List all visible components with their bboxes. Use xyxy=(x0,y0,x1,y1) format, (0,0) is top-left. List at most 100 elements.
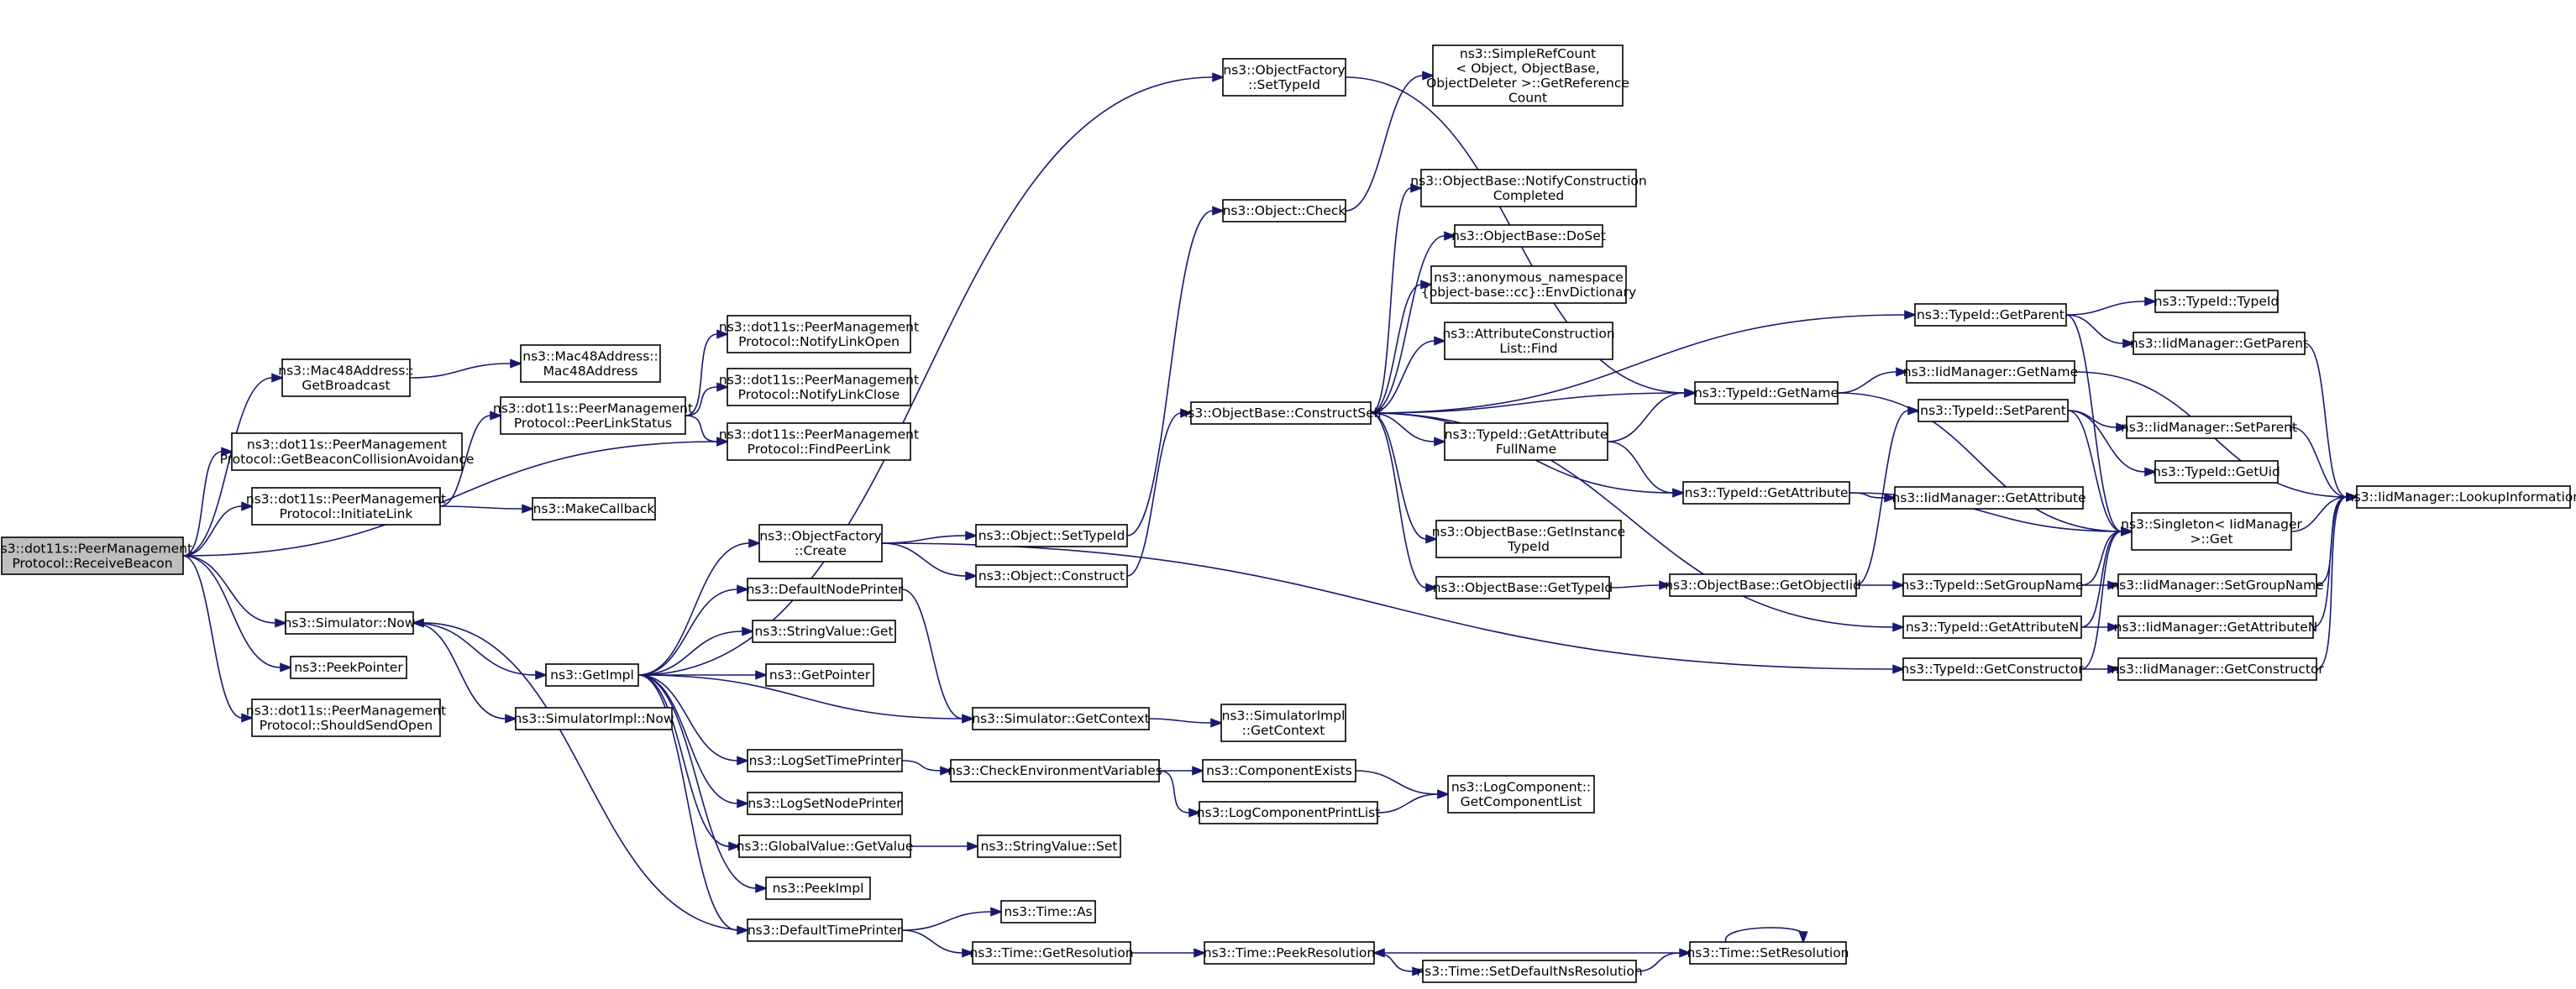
edge-time-set-resolution-to-time-set-resolution xyxy=(1724,927,1808,945)
node-box xyxy=(738,835,911,858)
node-label: ns3::ObjectBase::GetObjectIid xyxy=(1665,578,1861,593)
node-label: ns3::TypeId::GetAttribute xyxy=(1445,426,1608,442)
node-label: ns3::anonymous_namespace xyxy=(1434,269,1624,285)
node-object-construct[interactable]: ns3::Object::Construct xyxy=(975,564,1128,588)
node-box xyxy=(2154,290,2279,313)
node-typeid-set-group-name[interactable]: ns3::TypeId::SetGroupName xyxy=(1901,573,2084,597)
node-peer-link-status[interactable]: ns3::dot11s::PeerManagementProtocol::Pee… xyxy=(493,396,693,435)
node-notify-construction[interactable]: ns3::ObjectBase::NotifyConstructionCompl… xyxy=(1410,169,1647,207)
node-time-as[interactable]: ns3::Time::As xyxy=(1000,900,1096,924)
node-string-value-set[interactable]: ns3::StringValue::Set xyxy=(977,835,1121,858)
node-simple-ref-count[interactable]: ns3::SimpleRefCount< Object, ObjectBase,… xyxy=(1426,44,1629,107)
node-singleton-get[interactable]: ns3::Singleton< IidManager>::Get xyxy=(2121,512,2303,551)
node-iid-get-attribute[interactable]: ns3::IidManager::GetAttribute xyxy=(1891,486,2086,510)
node-sim-now[interactable]: ns3::Simulator::Now xyxy=(284,611,416,635)
node-object-set-type-id[interactable]: ns3::Object::SetTypeId xyxy=(975,524,1128,547)
node-iid-get-attribute-n[interactable]: ns3::IidManager::GetAttributeN xyxy=(2114,615,2318,639)
node-env-dictionary[interactable]: ns3::anonymous_namespace{object-base::cc… xyxy=(1421,265,1636,304)
node-box xyxy=(1902,657,2082,681)
node-construct-self[interactable]: ns3::ObjectBase::ConstructSelf xyxy=(1179,401,1382,425)
node-box xyxy=(1222,58,1346,97)
node-box xyxy=(1906,360,2075,384)
node-typeid-get-attribute-n[interactable]: ns3::TypeId::GetAttributeN xyxy=(1902,615,2082,639)
node-log-component-get-list[interactable]: ns3::LogComponent::GetComponentList xyxy=(1447,775,1595,814)
node-label: Protocol::FindPeerLink xyxy=(748,442,891,457)
node-iid-get-parent[interactable]: ns3::IidManager::GetParent xyxy=(2130,332,2308,355)
edge-typeid-get-attr-full-name-to-typeid-get-name xyxy=(1607,388,1697,442)
node-peek-pointer[interactable]: ns3::PeekPointer xyxy=(290,656,407,679)
node-should-send-open[interactable]: ns3::dot11s::PeerManagementProtocol::Sho… xyxy=(246,699,446,737)
node-simimpl-get-context[interactable]: ns3::SimulatorImpl::GetContext xyxy=(1220,704,1346,742)
node-typeid-get-parent[interactable]: ns3::TypeId::GetParent xyxy=(1914,303,2067,327)
node-default-node-printer[interactable]: ns3::DefaultNodePrinter xyxy=(747,578,904,601)
edge-ob-get-typeid-to-ob-get-object-iid xyxy=(1608,580,1672,590)
node-check-env-vars[interactable]: ns3::CheckEnvironmentVariables xyxy=(947,759,1162,782)
node-of-set-type-id[interactable]: ns3::ObjectFactory::SetTypeId xyxy=(1222,58,1346,97)
node-ob-get-typeid[interactable]: ns3::ObjectBase::GetTypeId xyxy=(1433,576,1613,599)
node-find-peer-link[interactable]: ns3::dot11s::PeerManagementProtocol::Fin… xyxy=(719,422,919,461)
node-iid-set-group-name[interactable]: ns3::IidManager::SetGroupName xyxy=(2111,573,2324,597)
edge-get-impl-to-string-value-get xyxy=(637,626,755,676)
node-object-check[interactable]: ns3::Object::Check xyxy=(1222,199,1346,222)
node-iid-set-parent[interactable]: ns3::IidManager::SetParent xyxy=(2121,416,2297,439)
node-ob-get-object-iid[interactable]: ns3::ObjectBase::GetObjectIid xyxy=(1665,573,1861,597)
node-typeid-get-name[interactable]: ns3::TypeId::GetName xyxy=(1694,381,1839,405)
node-mac-get-broadcast[interactable]: ns3::Mac48Address::GetBroadcast xyxy=(278,358,414,397)
node-do-set[interactable]: ns3::ObjectBase::DoSet xyxy=(1451,224,1606,248)
node-time-peek-resolution[interactable]: ns3::Time::PeekResolution xyxy=(1204,941,1375,965)
node-iid-get-constructor[interactable]: ns3::IidManager::GetConstructor xyxy=(2111,657,2324,681)
node-make-callback[interactable]: ns3::MakeCallback xyxy=(532,497,656,521)
node-typeid-get-attribute[interactable]: ns3::TypeId::GetAttribute xyxy=(1682,481,1850,505)
node-label: ns3::Mac48Address:: xyxy=(522,348,658,364)
node-log-component-print-list[interactable]: ns3::LogComponentPrintList xyxy=(1197,801,1381,824)
node-iid-get-name[interactable]: ns3::IidManager::GetName xyxy=(1903,360,2078,384)
node-of-create[interactable]: ns3::ObjectFactory::Create xyxy=(758,524,883,563)
node-initiate-link[interactable]: ns3::dot11s::PeerManagementProtocol::Ini… xyxy=(246,487,446,526)
node-log-set-time-printer[interactable]: ns3::LogSetTimePrinter xyxy=(747,749,903,772)
node-label: ns3::Singleton< IidManager xyxy=(2121,516,2302,531)
node-log-set-node-printer[interactable]: ns3::LogSetNodePrinter xyxy=(747,792,903,815)
node-notify-link-open[interactable]: ns3::dot11s::PeerManagementProtocol::Not… xyxy=(719,315,919,353)
node-default-time-printer[interactable]: ns3::DefaultTimePrinter xyxy=(747,918,903,942)
node-iid-lookup-information[interactable]: ns3::IidManager::LookupInformation xyxy=(2346,485,2576,509)
node-get-beacon-collision[interactable]: ns3::dot11s::PeerManagementProtocol::Get… xyxy=(220,432,475,471)
node-time-set-default-ns[interactable]: ns3::Time::SetDefaultNsResolution xyxy=(1416,960,1643,983)
node-box xyxy=(1422,960,1637,983)
node-get-impl[interactable]: ns3::GetImpl xyxy=(545,663,639,687)
node-root[interactable]: ns3::dot11s::PeerManagementProtocol::Rec… xyxy=(0,536,192,575)
node-sim-get-context[interactable]: ns3::Simulator::GetContext xyxy=(972,707,1150,730)
node-typeid-typeid[interactable]: ns3::TypeId::TypeId xyxy=(2154,290,2280,313)
call-graph-edges xyxy=(182,71,2359,976)
node-time-set-resolution[interactable]: ns3::Time::SetResolution xyxy=(1687,941,1849,965)
node-mac-ctor[interactable]: ns3::Mac48Address::Mac48Address xyxy=(520,344,661,383)
node-label: ns3::TypeId::SetParent xyxy=(1920,403,2066,418)
node-peek-impl[interactable]: ns3::PeekImpl xyxy=(765,876,871,900)
node-label: ns3::TypeId::GetUid xyxy=(2153,464,2280,479)
node-time-get-resolution[interactable]: ns3::Time::GetResolution xyxy=(969,941,1134,965)
node-typeid-get-constructor[interactable]: ns3::TypeId::GetConstructor xyxy=(1901,657,2084,681)
node-label: ns3::TypeId::GetAttribute xyxy=(1685,485,1849,500)
node-box xyxy=(251,699,441,737)
node-box xyxy=(977,835,1121,858)
node-simimpl-now[interactable]: ns3::SimulatorImpl::Now xyxy=(513,707,674,730)
node-global-value-get[interactable]: ns3::GlobalValue::GetValue xyxy=(737,835,914,858)
node-typeid-set-parent[interactable]: ns3::TypeId::SetParent xyxy=(1918,399,2069,422)
node-label: Protocol::ShouldSendOpen xyxy=(260,718,433,733)
node-label: ns3::ObjectBase::GetTypeId xyxy=(1433,580,1613,595)
node-label: ns3::dot11s::PeerManagement xyxy=(719,319,919,334)
node-string-value-get[interactable]: ns3::StringValue::Get xyxy=(752,620,896,643)
node-box xyxy=(1220,704,1346,742)
node-get-pointer[interactable]: ns3::GetPointer xyxy=(765,663,874,687)
node-label: Count xyxy=(1508,90,1547,105)
node-component-exists[interactable]: ns3::ComponentExists xyxy=(1202,759,1356,782)
node-label: ns3::TypeId::TypeId xyxy=(2154,294,2280,309)
edge-default-node-printer-to-sim-get-context xyxy=(901,589,975,724)
node-box xyxy=(1432,44,1624,107)
node-label: ns3::SimpleRefCount xyxy=(1460,46,1596,61)
node-notify-link-close[interactable]: ns3::dot11s::PeerManagementProtocol::Not… xyxy=(719,368,919,406)
node-typeid-get-uid[interactable]: ns3::TypeId::GetUid xyxy=(2153,460,2280,484)
node-box xyxy=(1694,381,1839,405)
